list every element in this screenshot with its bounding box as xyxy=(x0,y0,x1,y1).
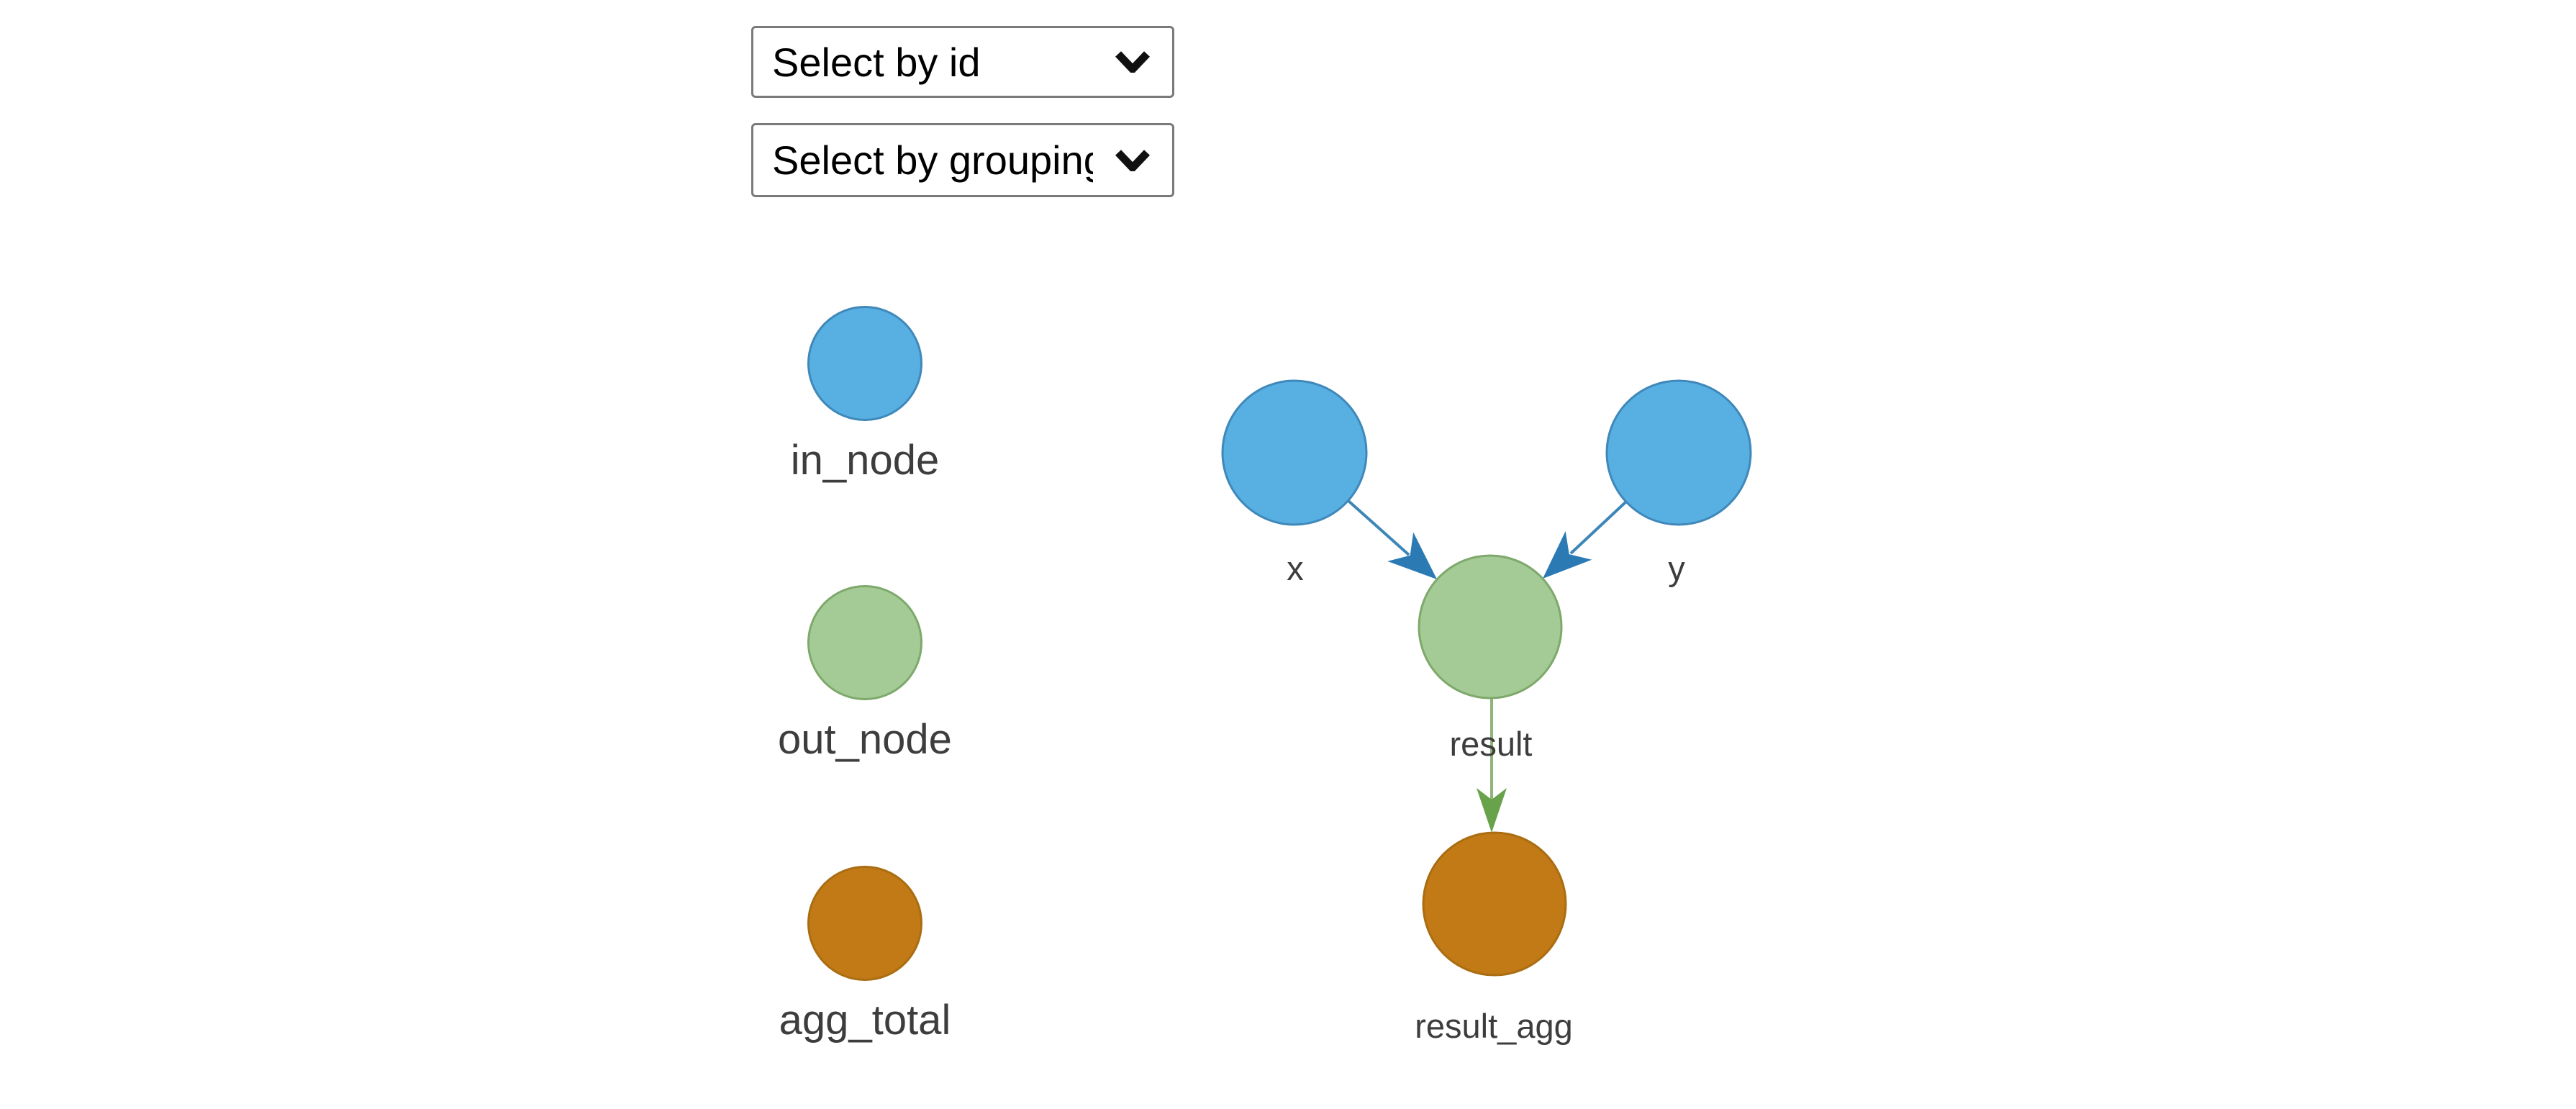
node-x[interactable] xyxy=(1221,379,1368,526)
node-label-y: y xyxy=(1668,549,1685,587)
legend-label: in_node xyxy=(790,437,940,484)
arrowhead-y-result-icon xyxy=(1543,531,1592,579)
edge-x-result xyxy=(1347,499,1410,556)
edge-y-result xyxy=(1569,500,1628,555)
select-by-id-wrapper: Select by id xyxy=(751,26,1174,98)
legend-item-in-node: in_node xyxy=(735,306,994,481)
legend-item-out-node: out_node xyxy=(735,585,994,761)
node-label-x: x xyxy=(1287,549,1304,587)
node-result-agg[interactable] xyxy=(1422,831,1567,977)
arrowhead-x-result-icon xyxy=(1387,532,1437,579)
select-by-grouping-dropdown[interactable]: Select by grouping xyxy=(751,123,1174,197)
node-label-result-agg: result_agg xyxy=(1415,1007,1573,1045)
legend-label: out_node xyxy=(778,716,952,763)
select-by-id-dropdown[interactable]: Select by id xyxy=(751,26,1174,98)
out-node-swatch-icon xyxy=(807,585,922,700)
select-by-grouping-wrapper: Select by grouping xyxy=(751,123,1174,197)
legend-item-agg-total: agg_total xyxy=(735,866,994,1041)
legend-label: agg_total xyxy=(779,997,951,1044)
node-label-result: result xyxy=(1450,725,1533,763)
agg-total-swatch-icon xyxy=(807,866,922,981)
node-result[interactable] xyxy=(1418,554,1563,700)
in-node-swatch-icon xyxy=(807,306,922,421)
node-y[interactable] xyxy=(1605,379,1752,526)
arrowhead-result-result-agg-icon xyxy=(1477,788,1507,833)
controls-panel: Select by id Select by grouping xyxy=(751,26,1174,222)
